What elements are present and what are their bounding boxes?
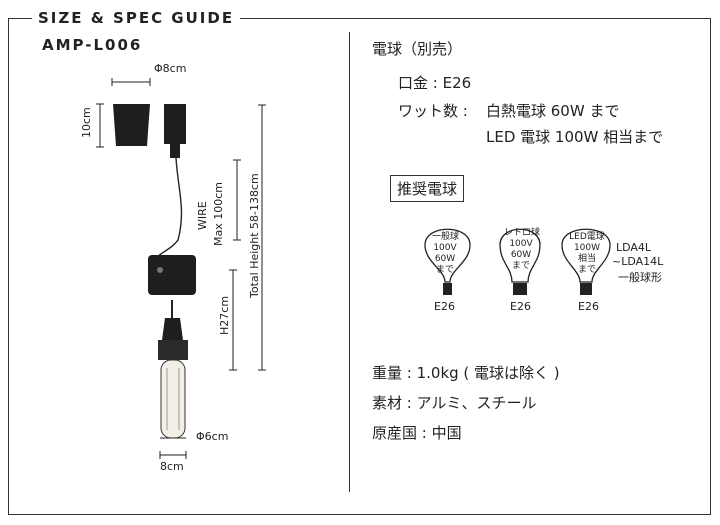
bottom-diameter-label: Φ6cm [196, 430, 229, 443]
origin-spec: 原産国 : 中国 [372, 424, 462, 442]
weight-spec: 重量 : 1.0kg ( 電球は除く ) [372, 364, 560, 382]
bulb-led-icon [561, 228, 611, 283]
recommended-bulb-badge: 推奨電球 [390, 175, 465, 202]
bulb-standard-base-icon [443, 283, 452, 295]
bulb-retro-base-icon [513, 283, 527, 295]
socket-spec: 口金 : E26 [398, 74, 472, 92]
bulb-standard-icon [424, 228, 471, 283]
product-illustration [96, 78, 266, 459]
bulb-note-line2: ~LDA14L [612, 255, 664, 268]
model-number: AMP-L006 [42, 36, 143, 54]
wattage-led: LED 電球 100W 相当まで [486, 128, 664, 146]
bulb-retro-icon [499, 228, 541, 283]
spec-frame [8, 18, 711, 515]
page-title: SIZE & SPEC GUIDE [32, 8, 241, 28]
bulb-standard-base: E26 [434, 300, 455, 313]
bottom-width-label: 8cm [160, 460, 184, 473]
shade-diameter-label: Φ8cm [154, 62, 187, 75]
bulb-led-base-icon [580, 283, 592, 295]
wattage-label: ワット数 : [398, 102, 468, 120]
bulb-retro-base: E26 [510, 300, 531, 313]
material-spec: 素材 : アルミ、スチール [372, 394, 537, 412]
bulb-heading: 電球（別売） [372, 40, 463, 58]
bulb-led-base: E26 [578, 300, 599, 313]
bulb-note-line1: LDA4L [616, 241, 652, 254]
bulb-note-line3: 一般球形 [618, 271, 662, 284]
wattage-incandescent: 白熱電球 60W まで [486, 102, 620, 120]
column-divider [349, 32, 350, 492]
